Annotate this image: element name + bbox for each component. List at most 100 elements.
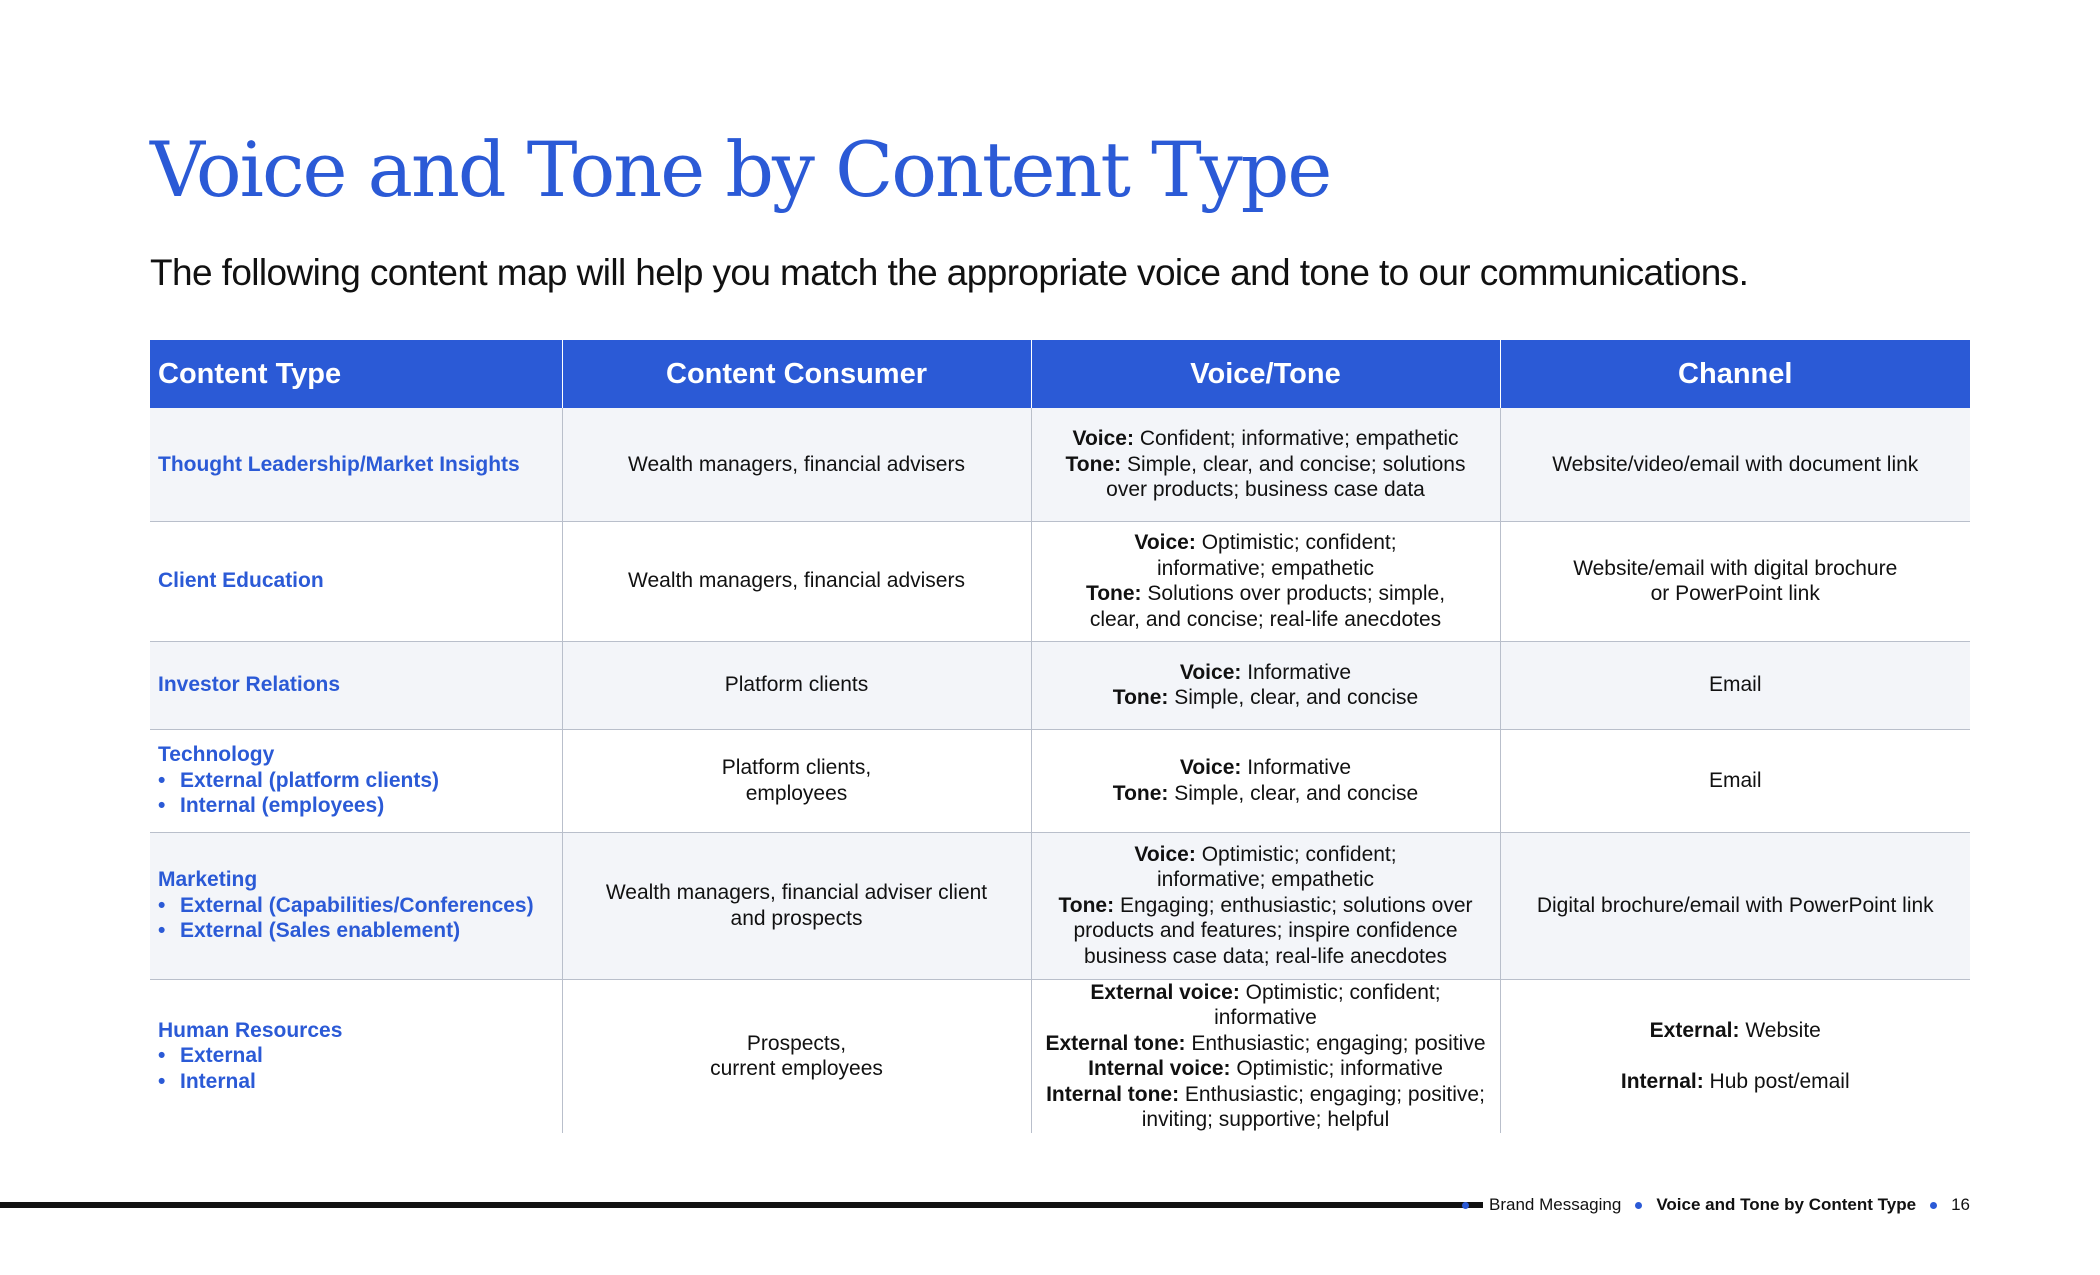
voice-tone-text: Informative — [1241, 660, 1352, 684]
voice-tone-line: Tone: Simple, clear, and concise — [1040, 781, 1492, 807]
voice-tone-text: over products; business case data — [1106, 478, 1425, 501]
footer-page-number: 16 — [1951, 1195, 1970, 1214]
voice-tone-text: products and features; inspire confidenc… — [1073, 919, 1458, 943]
voice-tone-text: Enthusiastic; engaging; positive; — [1179, 1082, 1485, 1106]
page-title: Voice and Tone by Content Type — [150, 125, 1332, 214]
table-row: Thought Leadership/Market Insights Wealt… — [150, 408, 1970, 522]
consumer-cell: Platform clients — [561, 641, 1031, 730]
footer-dot-icon — [1930, 1201, 1938, 1209]
voice-tone-line: Tone: Simple, clear, and concise; soluti… — [1040, 452, 1492, 478]
sub-item-label: External (Sales enablement) — [180, 919, 461, 943]
consumer-line: Platform clients, — [721, 756, 872, 779]
voice-tone-text: Confident; informative; empathetic — [1133, 427, 1459, 450]
channel-label: Internal: — [1620, 1069, 1704, 1093]
voice-tone-line: inviting; supportive; helpful — [1040, 1107, 1492, 1133]
content-type-sub-item: •External (Sales enablement) — [158, 918, 554, 944]
consumer-line: Wealth managers, financial adviser clien… — [605, 881, 988, 904]
channel-line: Internal: Hub post/email — [1509, 1069, 1963, 1095]
content-type-cell: Client Education — [150, 521, 562, 642]
channel-cell: Website/email with digital brochure or P… — [1499, 521, 1970, 642]
page-footer: Brand Messaging Voice and Tone by Conten… — [1462, 1192, 1970, 1218]
content-type-sub-item: •Internal (employees) — [158, 793, 554, 819]
voice-tone-cell: Voice: Optimistic; confident; informativ… — [1030, 521, 1500, 642]
content-type-cell: Thought Leadership/Market Insights — [150, 408, 562, 522]
consumer-line: Prospects, — [746, 1031, 847, 1055]
content-type-label: Investor Relations — [158, 673, 341, 697]
header-voice-tone: Voice/Tone — [1030, 340, 1500, 408]
voice-tone-line: clear, and concise; real-life anecdotes — [1040, 607, 1492, 633]
voice-tone-label: Voice: — [1134, 842, 1196, 866]
channel-cell: Digital brochure/email with PowerPoint l… — [1499, 832, 1970, 980]
voice-tone-text: Optimistic; confident; — [1195, 842, 1397, 866]
content-type-label: Human Resources — [158, 1018, 343, 1042]
content-type-sub-item: •External (Capabilities/Conferences) — [158, 893, 554, 919]
voice-tone-text: Solutions over products; simple, — [1141, 582, 1446, 605]
header-content-consumer: Content Consumer — [561, 340, 1031, 408]
header-channel: Channel — [1499, 340, 1970, 408]
channel-cell: Email — [1499, 641, 1970, 730]
voice-tone-line: informative; empathetic — [1040, 867, 1492, 893]
voice-tone-label: Internal tone: — [1046, 1082, 1180, 1106]
content-type-label: Marketing — [158, 868, 258, 892]
channel-cell: Email — [1499, 729, 1970, 833]
voice-tone-line: business case data; real-life anecdotes — [1040, 944, 1492, 970]
voice-tone-line: over products; business case data — [1040, 477, 1492, 503]
content-type-label: Technology — [158, 743, 275, 767]
voice-tone-line: products and features; inspire confidenc… — [1040, 918, 1492, 944]
content-type-sub-item: •External (platform clients) — [158, 768, 554, 794]
page-subtitle: The following content map will help you … — [150, 252, 1749, 293]
voice-tone-line: Internal voice: Optimistic; informative — [1040, 1056, 1492, 1082]
footer-rule — [0, 1202, 1483, 1208]
bullet-icon: • — [158, 1069, 166, 1093]
voice-tone-text: Engaging; enthusiastic; solutions over — [1114, 893, 1473, 917]
voice-tone-text: Simple, clear, and concise; solutions — [1121, 452, 1466, 476]
consumer-cell: Wealth managers, financial advisers — [561, 521, 1031, 642]
channel-line: Email — [1708, 673, 1762, 697]
content-map-table: Content Type Content Consumer Voice/Tone… — [150, 340, 1970, 1133]
table-header-row: Content Type Content Consumer Voice/Tone… — [150, 340, 1970, 408]
voice-tone-cell: Voice: Informative Tone: Simple, clear, … — [1030, 729, 1500, 833]
voice-tone-cell: Voice: Informative Tone: Simple, clear, … — [1030, 641, 1500, 730]
voice-tone-text: Optimistic; confident; informative — [1214, 980, 1441, 1030]
content-type-label: Client Education — [158, 569, 324, 593]
voice-tone-label: Voice: — [1072, 427, 1134, 450]
voice-tone-line: External voice: Optimistic; confident; i… — [1040, 980, 1492, 1031]
consumer-cell: Wealth managers, financial advisers — [561, 408, 1031, 522]
bullet-icon: • — [158, 893, 166, 917]
header-content-type: Content Type — [150, 340, 562, 408]
voice-tone-line: Voice: Informative — [1040, 660, 1492, 686]
channel-cell: Website/video/email with document link — [1499, 408, 1970, 522]
voice-tone-label: Tone: — [1112, 781, 1169, 805]
content-type-cell: Human Resources •External •Internal — [150, 979, 562, 1133]
voice-tone-label: Internal voice: — [1088, 1057, 1231, 1080]
channel-text: Website — [1739, 1019, 1821, 1042]
consumer-line: Platform clients — [724, 673, 869, 697]
voice-tone-text: Optimistic; informative — [1230, 1057, 1443, 1080]
voice-tone-label: Voice: — [1179, 756, 1242, 779]
voice-tone-label: Voice: — [1179, 660, 1242, 684]
consumer-line: Wealth managers, financial advisers — [628, 452, 965, 476]
channel-line: Digital brochure/email with PowerPoint l… — [1536, 893, 1934, 917]
channel-line: Website/email with digital brochure — [1573, 556, 1898, 580]
voice-tone-text: Simple, clear, and concise — [1168, 686, 1419, 709]
footer-section: Brand Messaging — [1489, 1195, 1622, 1214]
footer-page-title: Voice and Tone by Content Type — [1656, 1195, 1917, 1214]
content-type-cell: Marketing •External (Capabilities/Confer… — [150, 832, 562, 980]
channel-line: Email — [1708, 768, 1762, 792]
voice-tone-label: Voice: — [1134, 531, 1196, 554]
table-row: Client Education Wealth managers, financ… — [150, 521, 1970, 642]
voice-tone-text: clear, and concise; real-life anecdotes — [1089, 607, 1442, 631]
voice-tone-line: Internal tone: Enthusiastic; engaging; p… — [1040, 1082, 1492, 1108]
content-type-label: Thought Leadership/Market Insights — [158, 452, 520, 476]
voice-tone-line: Voice: Optimistic; confident; — [1040, 842, 1492, 868]
voice-tone-cell: Voice: Confident; informative; empatheti… — [1030, 408, 1500, 522]
consumer-line: current employees — [710, 1057, 883, 1080]
sub-item-label: Internal (employees) — [180, 794, 385, 818]
voice-tone-text: Optimistic; confident; — [1195, 531, 1397, 554]
table-row: Investor Relations Platform clients Voic… — [150, 641, 1970, 730]
table-row: Technology •External (platform clients) … — [150, 729, 1970, 833]
voice-tone-line: Voice: Optimistic; confident; — [1040, 530, 1492, 556]
voice-tone-line: informative; empathetic — [1040, 556, 1492, 582]
voice-tone-text: inviting; supportive; helpful — [1141, 1108, 1390, 1131]
content-type-sub-item: •Internal — [158, 1069, 554, 1095]
